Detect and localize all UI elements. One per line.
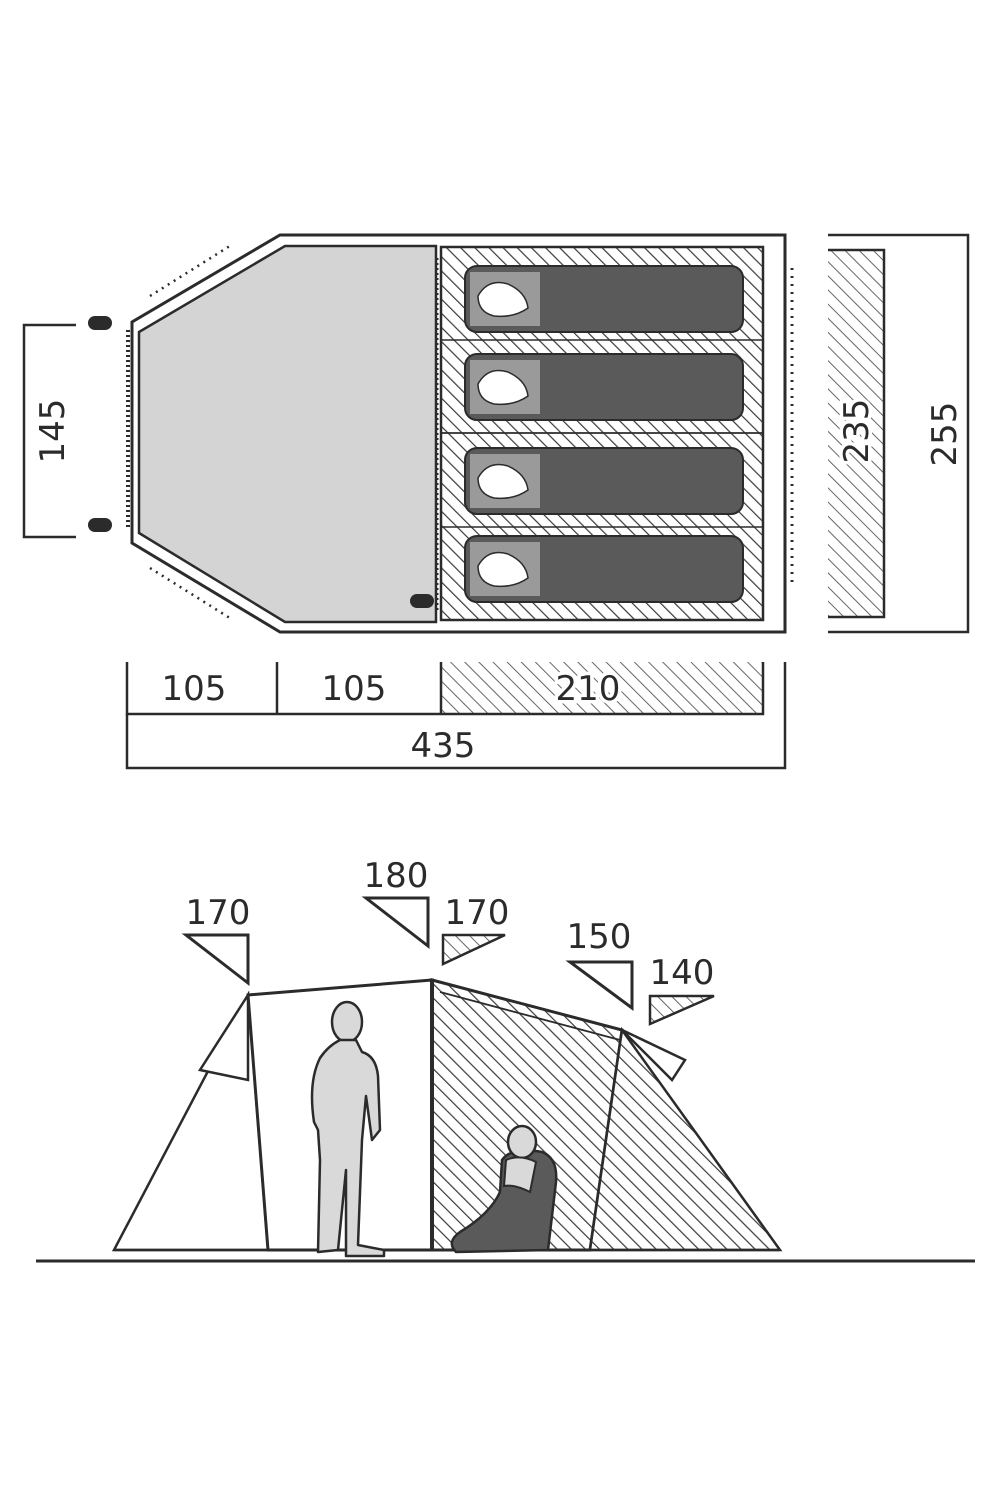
porch-front-depth-label: 105 (162, 669, 227, 709)
sleeping-bags (464, 265, 744, 603)
side-view: 170 180 170 150 140 (36, 856, 975, 1263)
sitting-person-icon (450, 1124, 558, 1254)
total-length-bracket (125, 662, 787, 770)
porch-floor (137, 244, 438, 624)
standing-person-icon (310, 1000, 386, 1258)
porch-rear-depth-label: 105 (322, 669, 387, 709)
bedroom-front-height-label: 170 (445, 893, 510, 933)
peg-icon (410, 594, 434, 608)
front-height-triangle (181, 933, 250, 987)
center-peak-height-label: 180 (364, 856, 429, 896)
rear-height-triangle (565, 960, 634, 1011)
sleeping-bag-icon (464, 447, 744, 515)
entrance-width-bracket (22, 323, 76, 539)
bedroom-depth-box (441, 662, 763, 714)
total-width-label: 255 (925, 402, 965, 467)
sleeping-bag-icon (464, 353, 744, 421)
inner-width-box (828, 250, 884, 617)
bedroom-front-height-triangle (441, 933, 506, 966)
peg-icon (88, 518, 112, 532)
floor-plan: 145 235 255 105 105 210 435 (22, 233, 970, 770)
total-length-label: 435 (411, 726, 476, 766)
total-width-bracket (828, 233, 970, 634)
bedroom-depth-label: 210 (556, 669, 621, 709)
sleeping-bag-icon (464, 535, 744, 603)
bedroom-rear-height-label: 140 (650, 953, 715, 993)
inner-width-label: 235 (837, 399, 877, 464)
bedroom-rear-height-triangle (648, 994, 715, 1026)
rear-flysheet (588, 1026, 783, 1252)
sleeping-bag-icon (464, 265, 744, 333)
peg-icon (88, 316, 112, 330)
entrance-width-label: 145 (33, 399, 73, 464)
front-pole-height-label: 170 (186, 893, 251, 933)
rear-pole-height-label: 150 (567, 917, 632, 957)
peak-height-triangle (361, 896, 430, 950)
